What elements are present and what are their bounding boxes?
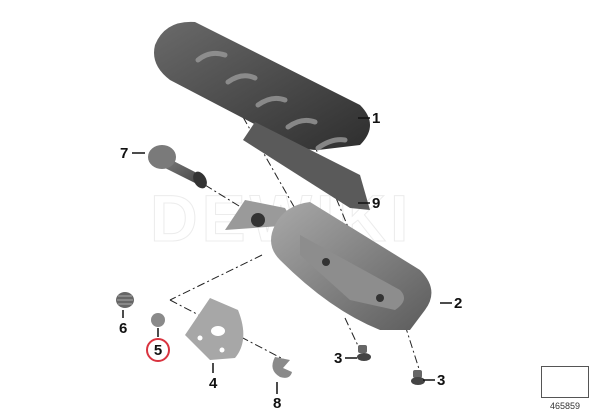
reference-box <box>541 366 589 398</box>
reference-number: 465859 <box>549 401 581 411</box>
part-6-spring <box>116 292 134 308</box>
callout-1[interactable]: 1 <box>372 110 381 127</box>
callout-2[interactable]: 2 <box>454 295 463 312</box>
part-3-screw <box>357 345 425 385</box>
callout-8[interactable]: 8 <box>273 395 282 412</box>
callout-3b[interactable]: 3 <box>437 372 446 389</box>
part-9-plate <box>243 122 370 210</box>
part-8-circlip <box>272 357 292 378</box>
part-4-plate <box>185 298 244 360</box>
part-7-pin <box>148 145 207 189</box>
part-2-footrest <box>225 200 432 330</box>
part-1-rubber-pad <box>154 21 370 151</box>
callout-9[interactable]: 9 <box>372 195 381 212</box>
part-5-ball <box>151 313 165 327</box>
callout-4[interactable]: 4 <box>209 375 218 392</box>
callout-3a[interactable]: 3 <box>334 350 343 367</box>
callout-7[interactable]: 7 <box>120 145 129 162</box>
callout-6[interactable]: 6 <box>119 320 128 337</box>
callout-5-highlighted[interactable]: 5 <box>146 338 170 362</box>
